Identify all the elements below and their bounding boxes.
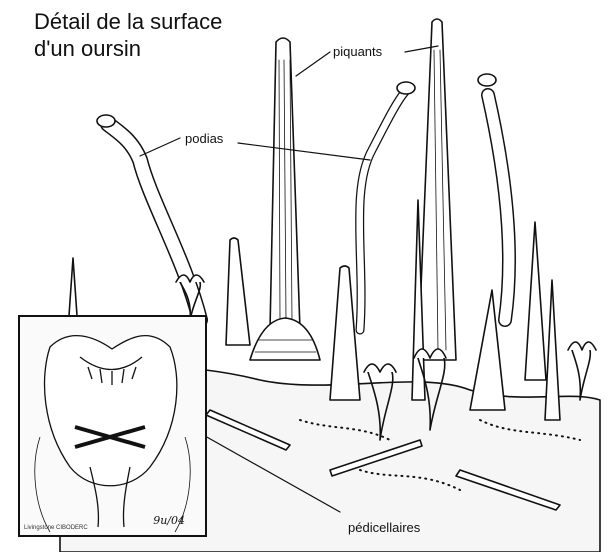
pedicellaire-head-illustration [20,317,205,535]
diagram-title: Détail de la surface d'un oursin [34,8,222,62]
leader-podias-1 [140,138,180,156]
spine-small-right-b [525,222,546,380]
label-pedicellaires: pédicellaires [348,520,420,535]
spine-small-mid [330,266,360,400]
pedicellaire-3 [572,350,590,400]
label-podias: podias [185,131,223,146]
leader-piquants-1 [296,52,330,76]
spine-small-mid-left [226,238,250,345]
label-piquants: piquants [333,44,382,59]
inset-credit: Livingstone CIBODERC [24,525,88,531]
title-line-1: Détail de la surface [34,8,222,35]
inset-pedicellaire-detail: Livingstone CIBODERC 9u/04 [18,315,207,537]
inset-signature: 9u/04 [153,514,185,527]
spine-small-right-c [545,280,560,420]
spine-base-center [250,318,320,360]
leader-podias-2 [238,143,370,160]
title-line-2: d'un oursin [34,35,222,62]
spine-tall-right [418,19,456,360]
